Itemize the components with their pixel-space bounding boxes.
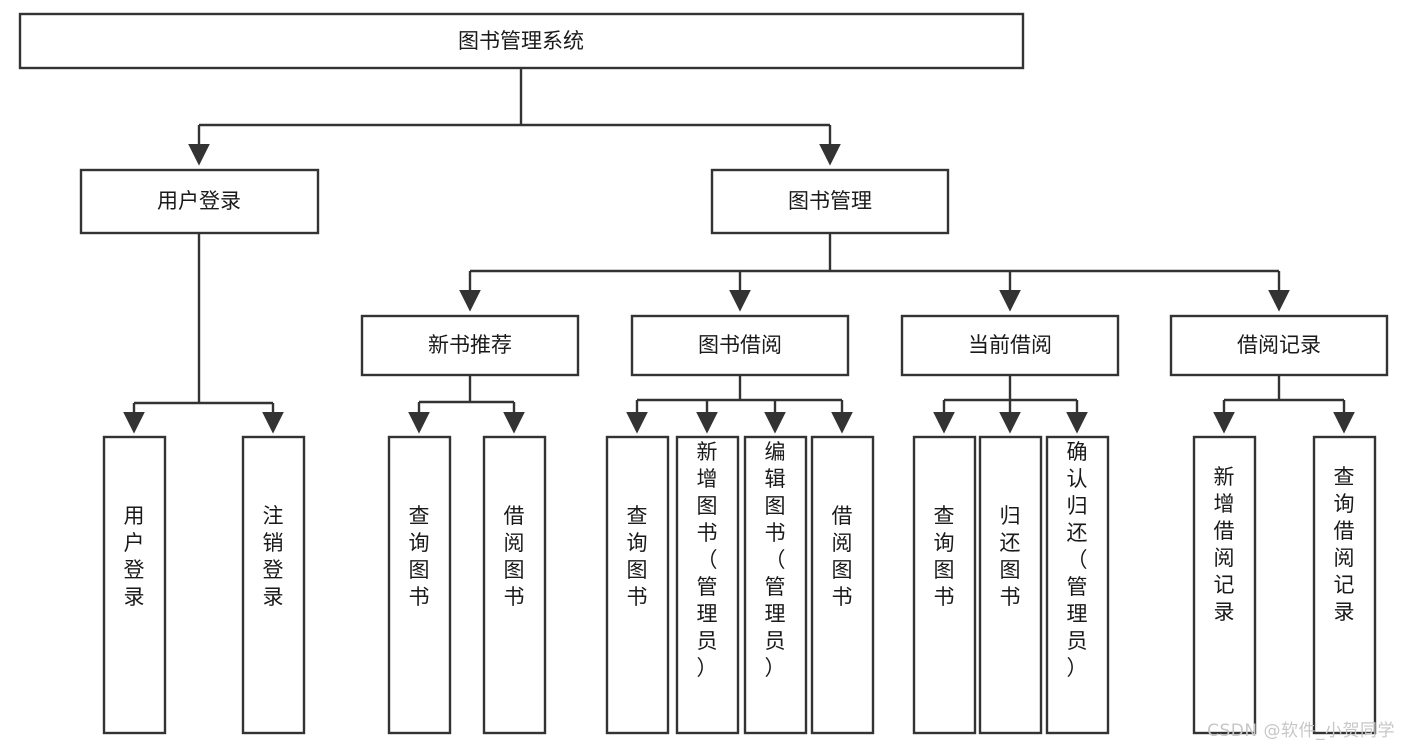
node-leaf-query-record-box[interactable] (1312, 435, 1377, 735)
node-login[interactable]: 用户登录 (79, 168, 320, 235)
csdn-watermark: CSDN @软件_小贺同学 (1207, 721, 1395, 741)
node-leaf-borrow-book-1-box[interactable] (482, 435, 547, 735)
node-root-label: 图书管理系统 (458, 29, 584, 53)
edge-group-newbook-to-leaves (408, 375, 525, 434)
node-leaf-query-book-1-box[interactable] (387, 435, 452, 735)
node-leaf-user-login[interactable]: 用户登录 (102, 435, 167, 735)
node-leaf-query-book-3-box[interactable] (912, 435, 977, 735)
edge-group-bookmgmt-to-level3 (459, 233, 1290, 312)
node-leaf-add-record-label: 新增借阅记录 (1214, 465, 1235, 624)
node-newbook-label: 新书推荐 (428, 333, 512, 357)
node-leaf-borrow-book-2-label: 借阅图书 (832, 504, 853, 609)
node-leaf-borrow-book-2[interactable]: 借阅图书 (810, 435, 875, 735)
node-leaf-user-logout[interactable]: 注销登录 (241, 435, 306, 735)
node-current-label: 当前借阅 (968, 333, 1052, 357)
node-leaf-edit-book-label: 编辑图书（管理员） (765, 440, 786, 680)
node-borrow-label: 图书借阅 (698, 333, 782, 357)
node-leaf-edit-book[interactable]: 编辑图书（管理员） (743, 435, 808, 735)
node-leaf-user-logout-label: 注销登录 (263, 504, 284, 609)
node-leaf-add-book-label: 新增图书（管理员） (697, 440, 718, 680)
edge-group-root-to-level2 (188, 68, 841, 166)
node-root[interactable]: 图书管理系统 (18, 12, 1025, 70)
node-leaf-borrow-book-2-box[interactable] (810, 435, 875, 735)
node-leaf-query-book-2-box[interactable] (605, 435, 670, 735)
node-newbook-box[interactable] (360, 314, 580, 377)
node-leaf-borrow-book-1[interactable]: 借阅图书 (482, 435, 547, 735)
node-records-box[interactable] (1169, 314, 1389, 377)
node-login-label: 用户登录 (157, 189, 241, 213)
node-bookmgmt-box[interactable] (710, 168, 950, 235)
node-leaf-user-logout-box[interactable] (241, 435, 306, 735)
node-borrow[interactable]: 图书借阅 (630, 314, 850, 377)
node-root-box[interactable] (18, 12, 1025, 70)
edge-group-current-to-leaves (933, 375, 1088, 434)
node-bookmgmt[interactable]: 图书管理 (710, 168, 950, 235)
node-leaf-confirm-return[interactable]: 确认归还（管理员） (1045, 435, 1110, 735)
node-leaf-query-book-1-label: 查询图书 (409, 504, 430, 609)
node-leaf-add-book[interactable]: 新增图书（管理员） (675, 435, 740, 735)
node-leaf-add-record[interactable]: 新增借阅记录 (1192, 435, 1257, 735)
node-leaf-query-book-3[interactable]: 查询图书 (912, 435, 977, 735)
node-current-box[interactable] (900, 314, 1120, 377)
node-leaf-query-record-label: 查询借阅记录 (1334, 465, 1355, 624)
node-leaf-query-book-3-label: 查询图书 (934, 504, 955, 609)
node-leaf-query-book-1[interactable]: 查询图书 (387, 435, 452, 735)
node-leaf-edit-book-box[interactable] (743, 435, 808, 735)
node-login-box[interactable] (79, 168, 320, 235)
node-leaf-add-record-box[interactable] (1192, 435, 1257, 735)
node-leaf-user-login-label: 用户登录 (124, 504, 145, 609)
node-newbook[interactable]: 新书推荐 (360, 314, 580, 377)
node-leaf-borrow-book-1-label: 借阅图书 (504, 504, 525, 609)
node-leaf-user-login-box[interactable] (102, 435, 167, 735)
node-leaf-query-record[interactable]: 查询借阅记录 (1312, 435, 1377, 735)
node-leaf-return-book-box[interactable] (978, 435, 1043, 735)
node-records[interactable]: 借阅记录 (1169, 314, 1389, 377)
node-leaf-return-book-label: 归还图书 (1000, 504, 1021, 609)
edge-group-login-to-leaves (123, 233, 284, 434)
node-current[interactable]: 当前借阅 (900, 314, 1120, 377)
node-leaf-return-book[interactable]: 归还图书 (978, 435, 1043, 735)
node-leaf-confirm-return-box[interactable] (1045, 435, 1110, 735)
node-leaf-query-book-2[interactable]: 查询图书 (605, 435, 670, 735)
node-records-label: 借阅记录 (1237, 333, 1321, 357)
node-leaf-add-book-box[interactable] (675, 435, 740, 735)
node-bookmgmt-label: 图书管理 (788, 189, 872, 213)
edge-group-borrow-to-leaves (626, 375, 853, 434)
node-leaf-query-book-2-label: 查询图书 (627, 504, 648, 609)
node-borrow-box[interactable] (630, 314, 850, 377)
edge-group-records-to-leaves (1213, 375, 1355, 434)
node-leaf-confirm-return-label: 确认归还（管理员） (1067, 440, 1088, 680)
